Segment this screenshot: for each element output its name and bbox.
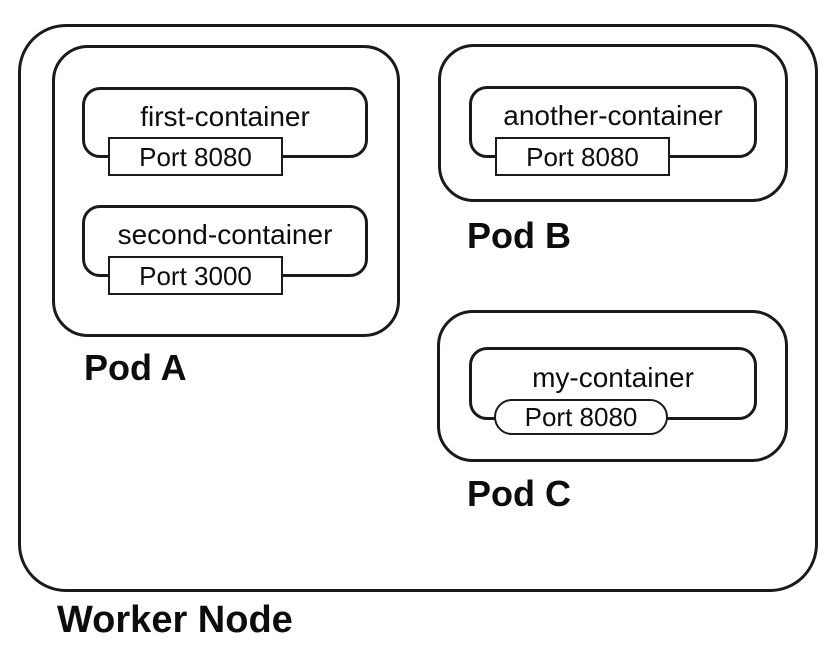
container-second: second-container Port 3000 [82,205,368,295]
pod-a-label: Pod A [84,347,187,388]
container-first: first-container Port 8080 [82,87,368,176]
container-my-name: my-container [532,361,694,393]
worker-node-label: Worker Node [57,599,293,641]
port-badge-first: Port 8080 [108,137,283,176]
pod-b-label: Pod B [467,215,571,256]
port-badge-first-label: Port 8080 [139,141,252,172]
container-another-name: another-container [503,100,723,131]
pod-c-label: Pod C [467,473,571,514]
port-badge-another: Port 8080 [495,137,670,176]
port-badge-my-label: Port 8080 [524,402,638,432]
port-badge-another-label: Port 8080 [526,141,639,172]
container-first-name: first-container [140,100,310,132]
container-another: another-container Port 8080 [469,86,757,176]
port-badge-second: Port 3000 [108,256,283,295]
port-badge-second-label: Port 3000 [139,260,252,291]
container-second-name: second-container [117,219,333,250]
port-badge-my: Port 8080 [494,399,668,435]
container-my: my-container Port 8080 [469,347,757,435]
